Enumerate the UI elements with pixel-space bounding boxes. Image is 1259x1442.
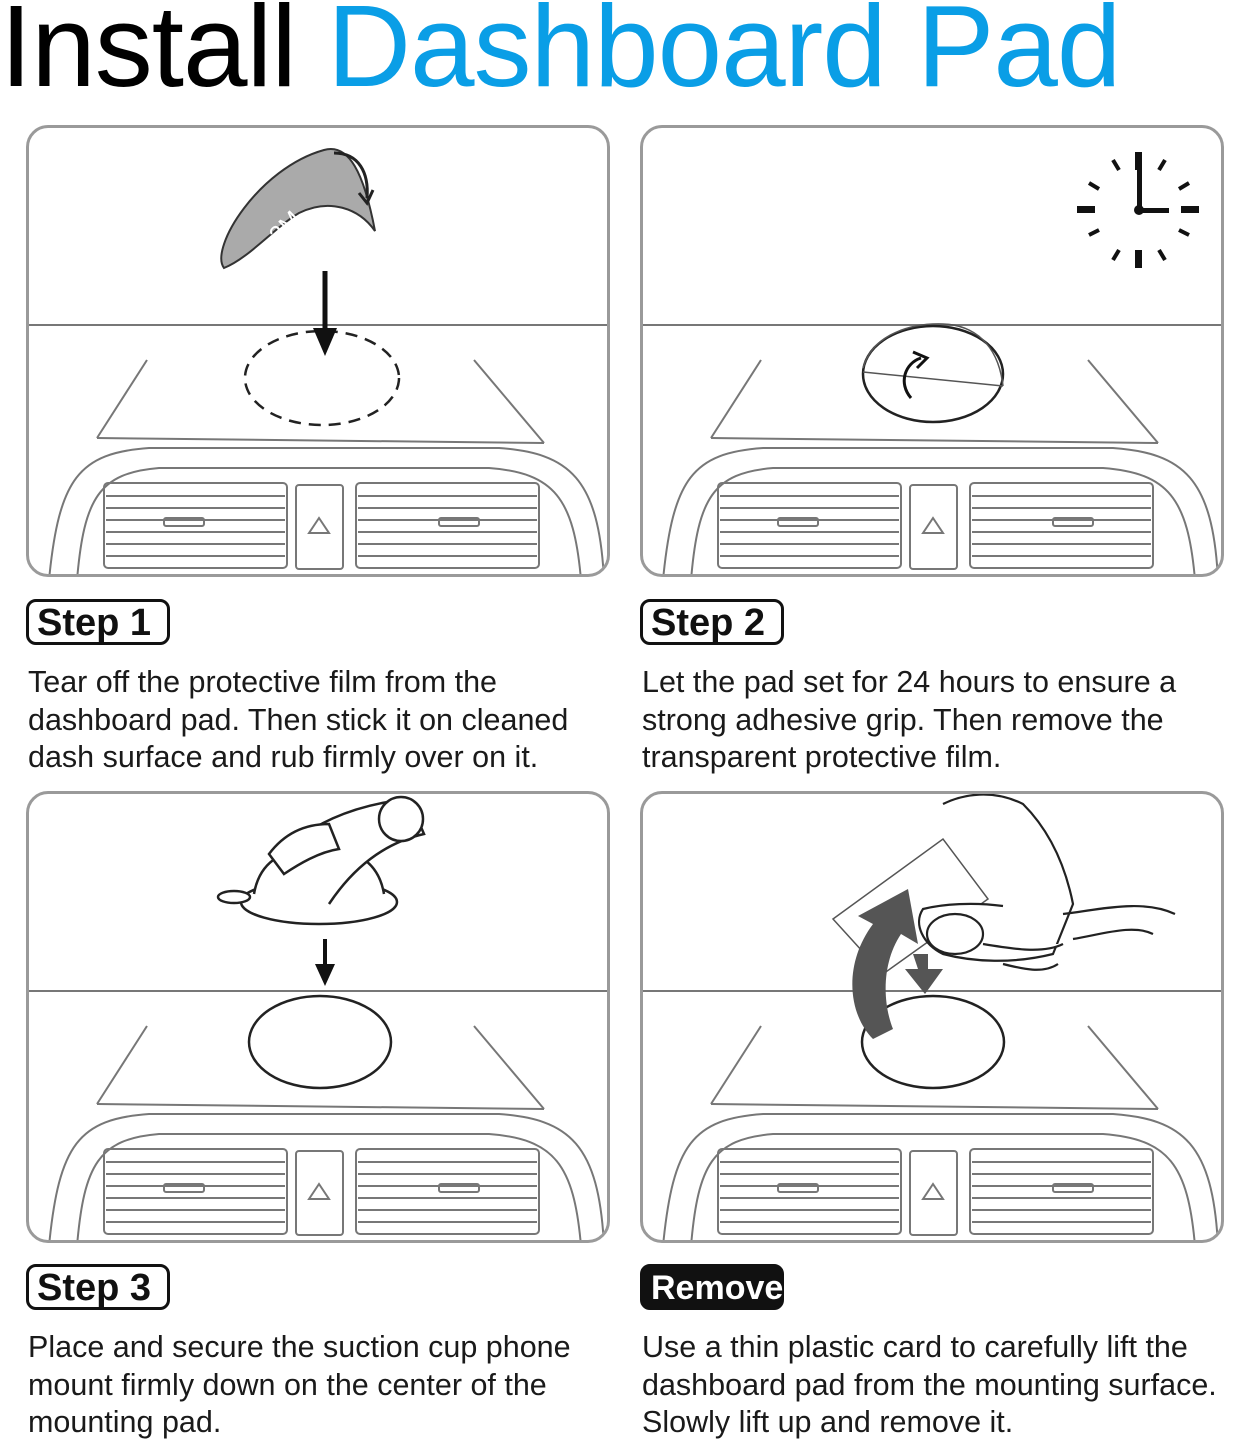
hazard-triangle-icon [307, 516, 331, 534]
dashboard-drawing [29, 324, 607, 574]
dashed-target-circle [243, 329, 401, 427]
step3-description: Place and secure the suction cup phone m… [28, 1330, 571, 1439]
title-dashboard-pad: Dashboard Pad [327, 0, 1121, 111]
right-vent [355, 482, 540, 569]
title-install: Install [0, 0, 297, 111]
step1-description: Tear off the protective film from the da… [28, 665, 569, 774]
hazard-button [295, 484, 344, 570]
remove-illustration [640, 791, 1224, 1243]
mounting-pad [247, 994, 393, 1090]
clock-icon [1077, 152, 1199, 268]
remove-description: Use a thin plastic card to carefully lif… [642, 1330, 1217, 1439]
curved-arrow-icon [852, 889, 943, 1039]
pad-with-film-icon [861, 323, 1005, 424]
mounting-pad [860, 994, 1006, 1090]
suction-mount-icon [216, 795, 426, 926]
remove-label: Remove [640, 1264, 784, 1310]
step3-illustration [26, 791, 610, 1243]
down-arrow-icon [315, 939, 335, 986]
step3-label: Step 3 [26, 1264, 170, 1310]
page-title: Install Dashboard Pad [0, 0, 1259, 106]
step1-label: Step 1 [26, 599, 170, 645]
down-arrow-icon [313, 271, 337, 356]
left-vent [103, 482, 288, 569]
step1-illustration: 3M [26, 125, 610, 577]
step2-illustration [640, 125, 1224, 577]
step2-description: Let the pad set for 24 hours to ensure a… [642, 665, 1177, 774]
adhesive-film-icon: 3M [220, 148, 376, 270]
hand-card-icon [917, 794, 1176, 971]
step2-label: Step 2 [640, 599, 784, 645]
